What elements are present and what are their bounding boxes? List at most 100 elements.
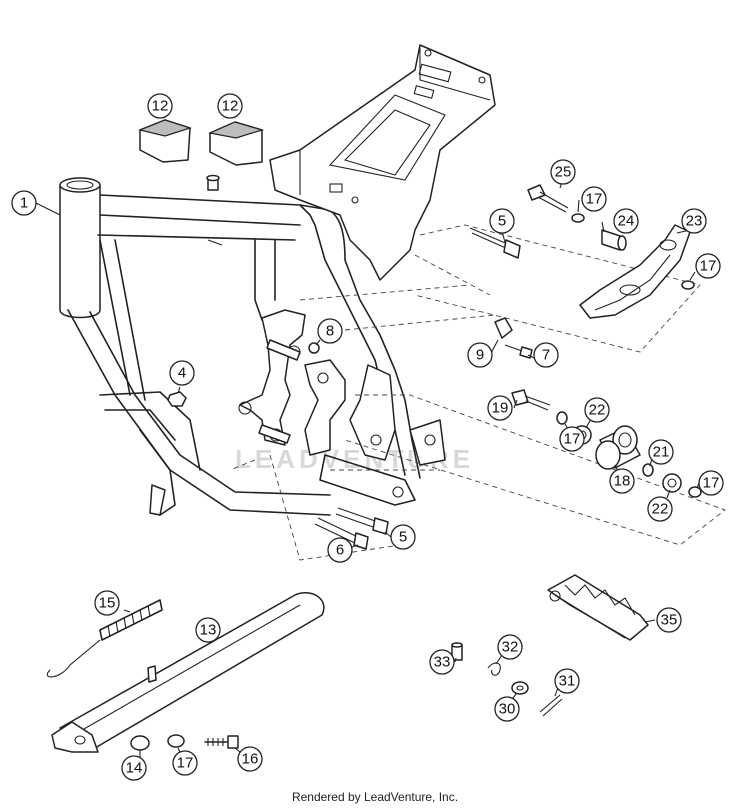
bolt-5-upper <box>469 227 521 259</box>
svg-text:24: 24 <box>618 213 635 230</box>
cotter-pin-31 <box>539 694 561 713</box>
roller-18 <box>595 425 641 470</box>
callout-17-d: 17 <box>698 470 724 496</box>
callout-14: 14 <box>121 755 147 781</box>
steering-head-tube <box>59 184 101 319</box>
callout-22-b: 22 <box>647 496 673 522</box>
bolt-25 <box>527 184 569 213</box>
washer-17-mid <box>556 411 568 425</box>
bolt-5-lower <box>335 507 389 535</box>
svg-text:13: 13 <box>200 622 217 639</box>
rear-subframe <box>269 44 496 281</box>
svg-text:17: 17 <box>703 475 720 492</box>
clip-9 <box>494 317 513 339</box>
svg-text:5: 5 <box>399 529 407 546</box>
svg-text:35: 35 <box>661 612 678 629</box>
left-pivot-plate <box>239 309 306 446</box>
callout-23: 23 <box>681 208 707 234</box>
bushing-14 <box>130 735 150 751</box>
steering-head-top <box>59 177 101 193</box>
svg-text:16: 16 <box>242 751 259 768</box>
svg-text:17: 17 <box>177 755 194 772</box>
callout-1: 1 <box>11 190 37 216</box>
svg-text:8: 8 <box>326 323 334 340</box>
washer-17-upper <box>571 213 585 223</box>
callout-19: 19 <box>487 395 513 421</box>
svg-text:7: 7 <box>542 347 550 364</box>
callout-22-a: 22 <box>584 397 610 423</box>
callout-21: 21 <box>648 439 674 465</box>
svg-text:12: 12 <box>152 98 169 115</box>
svg-text:14: 14 <box>126 760 143 777</box>
spacer-24 <box>601 229 621 251</box>
svg-text:17: 17 <box>700 258 717 275</box>
side-stand-13 <box>51 592 325 753</box>
callout-24: 24 <box>613 208 639 234</box>
screw-7 <box>504 344 533 359</box>
callout-25: 25 <box>550 159 576 185</box>
svg-text:21: 21 <box>653 444 670 461</box>
svg-text:23: 23 <box>686 213 703 230</box>
svg-text:33: 33 <box>434 654 451 671</box>
callout-30: 30 <box>494 696 520 722</box>
callout-8: 8 <box>317 318 343 344</box>
nut-8 <box>308 342 320 354</box>
svg-text:22: 22 <box>652 501 669 518</box>
svg-text:30: 30 <box>499 701 516 718</box>
callout-7: 7 <box>533 342 559 368</box>
svg-text:32: 32 <box>502 639 519 656</box>
bolt-16 <box>204 735 239 749</box>
right-pivot-plate <box>304 359 346 456</box>
callout-16: 16 <box>237 746 263 772</box>
callout-5-upper: 5 <box>489 208 515 234</box>
callout-18: 18 <box>609 468 635 494</box>
callout-6: 6 <box>327 537 353 563</box>
svg-text:9: 9 <box>476 347 484 364</box>
callout-35: 35 <box>656 607 682 633</box>
footpeg-35 <box>547 574 649 641</box>
svg-text:15: 15 <box>99 595 116 612</box>
washer-17-right-lower <box>688 486 702 498</box>
svg-text:19: 19 <box>492 400 509 417</box>
tank-pads <box>138 119 265 166</box>
frame <box>59 44 496 516</box>
svg-text:31: 31 <box>559 673 576 690</box>
callout-17-a: 17 <box>581 186 607 212</box>
washer-30 <box>511 681 529 695</box>
bolt-19 <box>511 389 551 411</box>
callout-5-lower: 5 <box>390 524 416 550</box>
svg-text:6: 6 <box>336 542 344 559</box>
svg-text:25: 25 <box>555 164 572 181</box>
bearing-22-right <box>662 473 682 493</box>
svg-text:17: 17 <box>564 431 581 448</box>
svg-text:18: 18 <box>614 473 631 490</box>
callout-31: 31 <box>554 668 580 694</box>
callout-17-e: 17 <box>172 750 198 776</box>
callout-17-b: 17 <box>695 253 721 279</box>
svg-text:12: 12 <box>222 98 239 115</box>
callout-32: 32 <box>497 634 523 660</box>
svg-text:5: 5 <box>498 213 506 230</box>
callout-12-right: 12 <box>217 93 243 119</box>
spring-32 <box>487 662 501 676</box>
spring-15 <box>46 599 163 678</box>
chain-guide-23 <box>579 224 691 319</box>
washer-17-stand <box>167 734 185 748</box>
callout-9: 9 <box>467 342 493 368</box>
render-credit: Rendered by LeadVenture, Inc. <box>291 790 459 804</box>
washer-17-right <box>681 280 695 290</box>
callout-17-c: 17 <box>559 426 585 452</box>
svg-text:1: 1 <box>20 195 28 212</box>
svg-text:4: 4 <box>178 365 186 382</box>
svg-text:17: 17 <box>586 191 603 208</box>
svg-text:22: 22 <box>589 402 606 419</box>
assembly-guide-lines <box>229 224 726 561</box>
spacer-21 <box>642 463 654 477</box>
callout-15: 15 <box>94 590 120 616</box>
callout-13: 13 <box>195 617 221 643</box>
callout-12-left: 12 <box>147 93 173 119</box>
callout-33: 33 <box>429 649 455 675</box>
callout-4: 4 <box>169 360 195 386</box>
